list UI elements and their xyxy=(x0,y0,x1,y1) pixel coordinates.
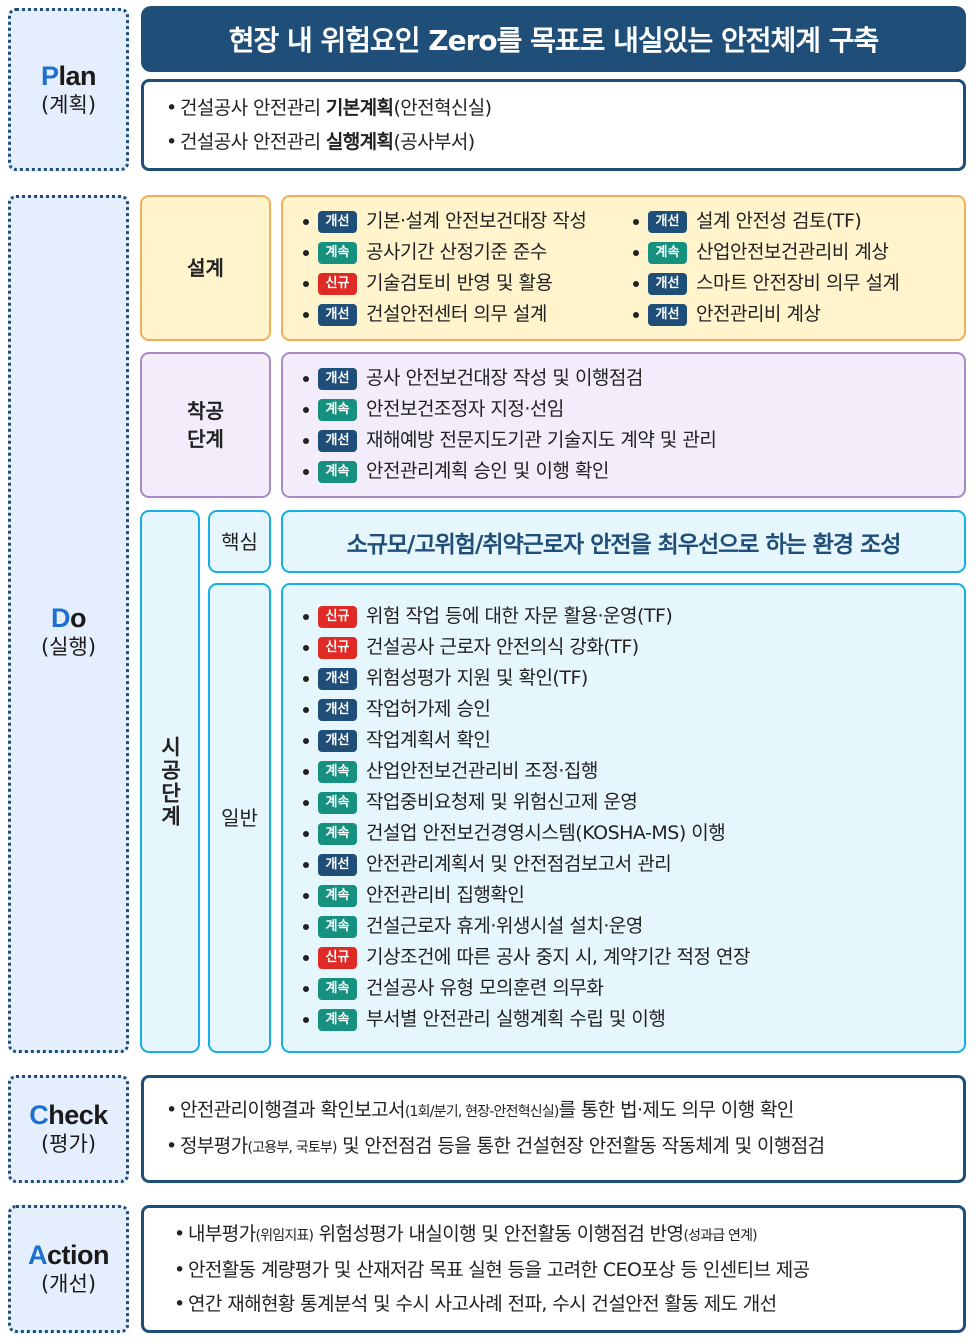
status-badge: 계속 xyxy=(318,398,357,421)
status-badge: 개선 xyxy=(318,853,357,876)
status-badge: 개선 xyxy=(318,210,357,233)
plan-line: •건설공사 안전관리 기본계획(안전혁신실) xyxy=(166,97,492,119)
check-line: •안전관리이행결과 확인보고서(1회/분기, 현장-안전혁신실)를 통한 법·제… xyxy=(166,1099,794,1121)
plan-phase-label: Plan (계획) xyxy=(8,8,129,171)
status-badge: 계속 xyxy=(318,884,357,907)
status-badge: 개선 xyxy=(318,303,357,326)
status-badge: 계속 xyxy=(318,791,357,814)
plan-title: Plan xyxy=(40,60,97,91)
goal-banner: 현장 내 위험요인 Zero를 목표로 내실있는 안전체계 구축 xyxy=(141,6,966,72)
status-badge: 개선 xyxy=(318,667,357,690)
action-title: Action xyxy=(28,1240,110,1270)
core-label: 핵심 xyxy=(208,510,271,573)
do-subtitle: (실행) xyxy=(40,635,97,659)
status-badge: 계속 xyxy=(318,977,357,1000)
plan-line: •건설공사 안전관리 실행계획(공사부서) xyxy=(166,131,475,153)
check-subtitle: (평가) xyxy=(40,1132,97,1156)
action-subtitle: (개선) xyxy=(40,1272,97,1296)
do-phase-label: Do (실행) xyxy=(8,195,129,1053)
status-badge: 계속 xyxy=(318,460,357,483)
check-line: •정부평가(고용부, 국토부) 및 안전점검 등을 통한 건설현장 안전활동 작… xyxy=(166,1135,825,1157)
action-line: •안전활동 계량평가 및 산재저감 목표 실현 등을 고려한 CEO포상 등 인… xyxy=(174,1259,810,1281)
check-content-box: •안전관리이행결과 확인보고서(1회/분기, 현장-안전혁신실)를 통한 법·제… xyxy=(141,1075,966,1183)
status-badge: 계속 xyxy=(648,241,687,264)
status-badge: 개선 xyxy=(318,698,357,721)
action-line: •연간 재해현황 통계분석 및 수시 사고사례 전파, 수시 건설안전 활동 제… xyxy=(174,1293,777,1315)
status-badge: 개선 xyxy=(648,303,687,326)
construction-stage-label: 시공단계 xyxy=(140,510,200,1053)
status-badge: 계속 xyxy=(318,915,357,938)
start-stage-label: 착공 단계 xyxy=(140,352,271,498)
status-badge: 신규 xyxy=(318,636,357,659)
status-badge: 개선 xyxy=(318,367,357,390)
status-badge: 계속 xyxy=(318,1008,357,1031)
check-title: Check xyxy=(29,1100,108,1130)
core-content: 소규모/고위험/취약근로자 안전을 최우선으로 하는 환경 조성 xyxy=(281,510,966,573)
action-phase-label: Action (개선) xyxy=(8,1205,129,1333)
action-line: •내부평가(위임지표) 위험성평가 내실이행 및 안전활동 이행점검 반영(성과… xyxy=(174,1223,758,1245)
status-badge: 신규 xyxy=(318,272,357,295)
status-badge: 개선 xyxy=(648,210,687,233)
general-label: 일반 xyxy=(208,583,271,1053)
status-badge: 계속 xyxy=(318,822,357,845)
plan-content-box: •건설공사 안전관리 기본계획(안전혁신실) •건설공사 안전관리 실행계획(공… xyxy=(141,79,966,171)
status-badge: 계속 xyxy=(318,241,357,264)
status-badge: 개선 xyxy=(318,429,357,452)
do-title: Do xyxy=(51,603,87,633)
plan-subtitle: (계획) xyxy=(40,92,97,117)
status-badge: 신규 xyxy=(318,946,357,969)
design-stage-label: 설계 xyxy=(140,195,271,341)
status-badge: 신규 xyxy=(318,605,357,628)
status-badge: 개선 xyxy=(648,272,687,295)
status-badge: 계속 xyxy=(318,760,357,783)
check-phase-label: Check (평가) xyxy=(8,1075,129,1183)
action-content-box: •내부평가(위임지표) 위험성평가 내실이행 및 안전활동 이행점검 반영(성과… xyxy=(141,1205,966,1333)
status-badge: 개선 xyxy=(318,729,357,752)
